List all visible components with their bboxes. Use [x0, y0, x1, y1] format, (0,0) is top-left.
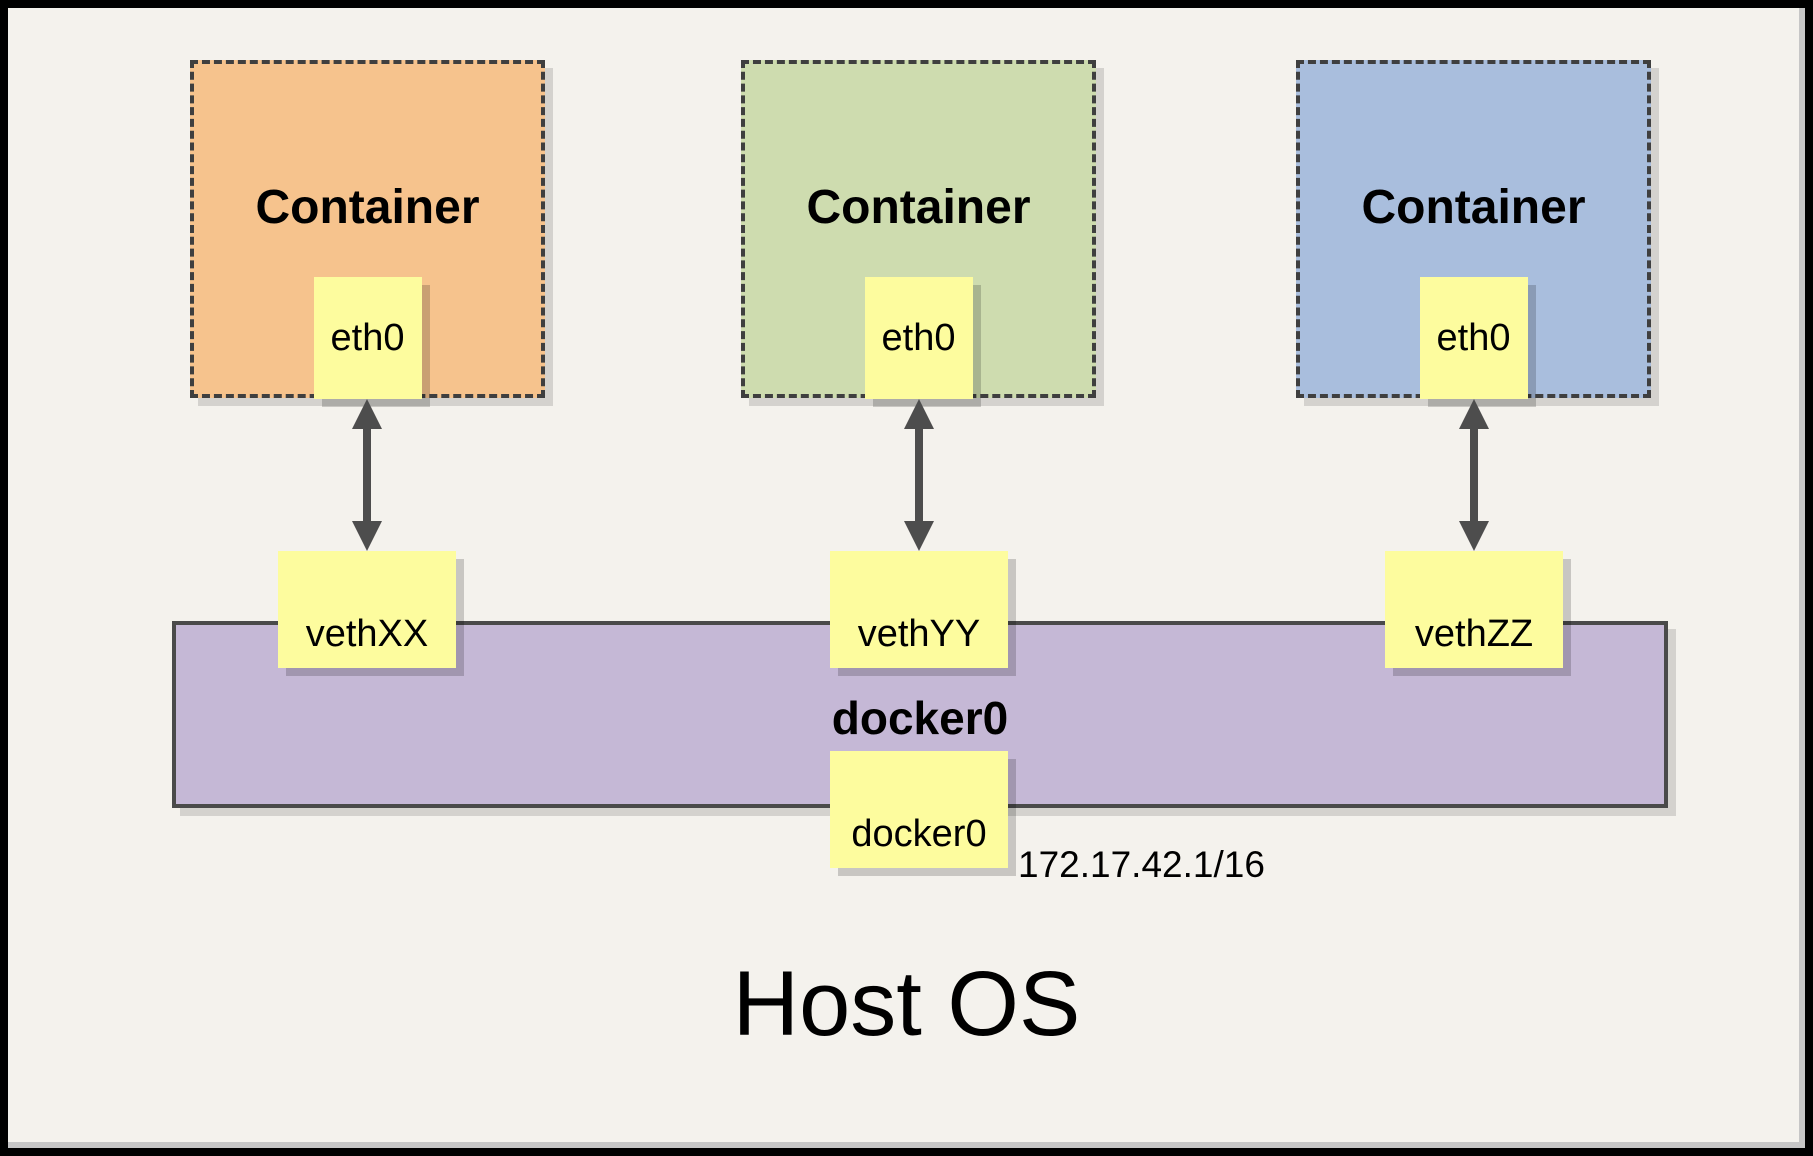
- container-title: Container: [1361, 181, 1586, 234]
- bidirectional-arrow-icon: [1457, 399, 1491, 551]
- container-box-3: Container eth0: [1296, 60, 1651, 399]
- vethxx-interface-note: vethXX: [278, 551, 456, 668]
- bridge-ip-label: 172.17.42.1/16: [1018, 844, 1265, 885]
- eth0-interface-note: eth0: [1419, 277, 1528, 399]
- container-box-2: Container eth0: [741, 60, 1096, 399]
- eth0-interface-note: eth0: [313, 277, 422, 399]
- docker0-interface-note: docker0: [830, 751, 1008, 868]
- container-title: Container: [806, 181, 1031, 234]
- bidirectional-arrow-icon: [350, 399, 384, 551]
- bidirectional-arrow-icon: [902, 399, 936, 551]
- vethyy-interface-note: vethYY: [830, 551, 1008, 668]
- host-os-label: Host OS: [732, 953, 1081, 1055]
- container-box-1: Container eth0: [190, 60, 545, 399]
- eth0-interface-note: eth0: [864, 277, 973, 399]
- container-title: Container: [255, 181, 480, 234]
- bridge-title: docker0: [831, 692, 1009, 744]
- vethzz-interface-note: vethZZ: [1385, 551, 1563, 668]
